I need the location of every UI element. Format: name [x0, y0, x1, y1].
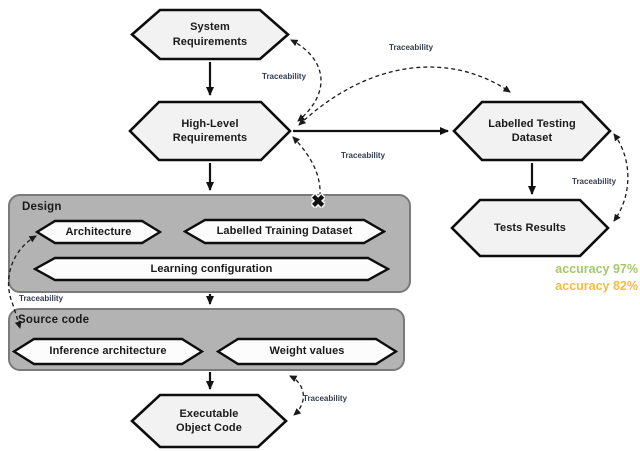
- labelled-training-dataset-hexagon: [183, 218, 386, 245]
- node-architecture: Architecture: [35, 219, 162, 245]
- traceability-label-sourcecode-executable: Traceability: [303, 394, 348, 403]
- node-inference-architecture: Inference architecture: [12, 337, 204, 366]
- traceability-curve-highlevel-testing-dataset: [298, 66, 511, 126]
- labelled-training-dataset-label: Labelled Training Dataset: [216, 225, 353, 238]
- traceability-curve-sourcecode-executable: [289, 375, 304, 416]
- accuracy-82-label: accuracy 82%: [555, 279, 638, 293]
- design-group-label: Design: [22, 201, 62, 213]
- learning-configuration-label: Learning configuration: [150, 262, 273, 275]
- inference-architecture-label: Inference architecture: [49, 345, 167, 358]
- traceability-label-system-highlevel: Traceability: [262, 72, 307, 81]
- node-tests-results: Tests Results: [450, 198, 610, 258]
- weight-values-hexagon: [216, 337, 398, 366]
- high-level-requirements-hexagon: [128, 100, 292, 162]
- traceability-label-architecture-inference: Traceability: [19, 294, 64, 303]
- node-weight-values: Weight values: [216, 337, 398, 366]
- broken-traceability-icon: ✖: [311, 192, 326, 211]
- architecture-label: Architecture: [65, 225, 132, 238]
- node-learning-configuration: Learning configuration: [33, 256, 390, 282]
- tests-results-hexagon: [450, 198, 610, 258]
- traceability-curve-architecture-inference: [7, 235, 37, 329]
- traceability-curve-highlevel-training-dataset-broken: [292, 136, 321, 196]
- traceability-label-highlevel-training: Traceability: [341, 151, 386, 160]
- system-requirements-hexagon: [130, 8, 290, 61]
- node-labelled-training-dataset: Labelled Training Dataset: [183, 218, 386, 245]
- architecture-hexagon: [35, 219, 162, 245]
- weight-values-label: Weight values: [269, 345, 345, 358]
- accuracy-97-label: accuracy 97%: [555, 262, 638, 276]
- traceability-label-testing-results: Traceability: [572, 177, 617, 186]
- traceability-curve-testing-dataset-tests-results: [613, 133, 629, 222]
- tests-results-label: Tests Results: [493, 221, 566, 234]
- traceability-label-highlevel-testing: Traceability: [389, 43, 434, 52]
- inference-architecture-hexagon: [12, 337, 204, 366]
- executable-object-code-hexagon: [130, 393, 288, 449]
